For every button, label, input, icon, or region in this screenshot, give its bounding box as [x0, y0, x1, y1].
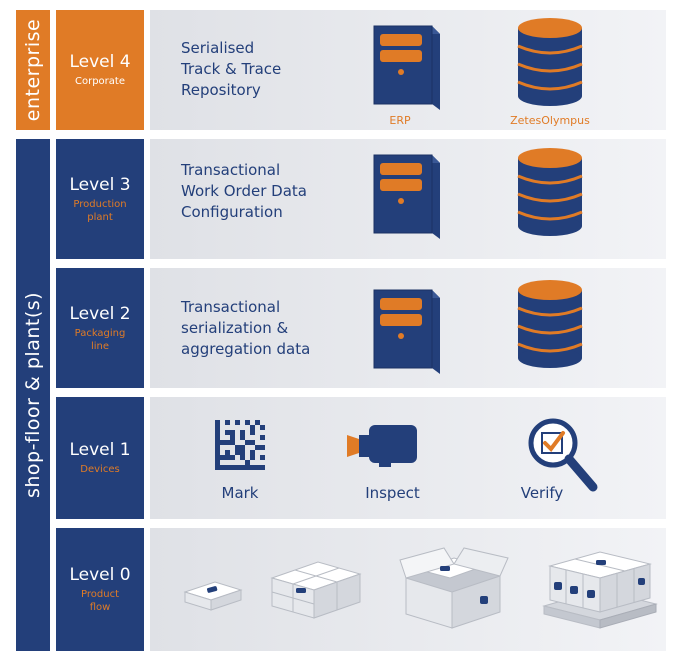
server-icon — [373, 154, 440, 239]
sidebar-shopfloor-label: shop-floor & plant(s) — [22, 291, 45, 499]
camera-icon — [347, 425, 417, 467]
device-label-inspect: Inspect — [365, 484, 420, 502]
pallet-icon — [542, 551, 658, 629]
database-icon — [517, 280, 583, 368]
box-icon — [183, 581, 243, 611]
box-icon — [399, 547, 509, 629]
erp-caption: ERP — [389, 114, 411, 127]
level-1-block: Level 1 Devices — [56, 397, 144, 519]
level-4-subtitle: Corporate — [75, 76, 125, 87]
datamatrix-icon — [215, 420, 265, 470]
database-icon — [517, 18, 583, 106]
database-icon — [517, 148, 583, 236]
sidebar-enterprise-label: enterprise — [22, 18, 45, 122]
level-1-subtitle: Devices — [80, 464, 120, 475]
sidebar-shopfloor: shop-floor & plant(s) — [16, 139, 50, 651]
level-4-title: Level 4 — [69, 52, 131, 72]
level-1-title: Level 1 — [69, 440, 131, 460]
device-label-verify: Verify — [520, 484, 564, 502]
level-2-title: Level 2 — [69, 303, 131, 324]
zetesolympus-caption: ZetesOlympus — [510, 114, 590, 127]
magnifier-check-icon — [528, 418, 598, 492]
sidebar-enterprise: enterprise — [16, 10, 50, 130]
level-0-title: Level 0 — [69, 565, 131, 585]
level-3-title: Level 3 — [69, 174, 131, 195]
box-icon — [270, 561, 362, 619]
server-icon — [373, 25, 440, 110]
server-icon — [373, 289, 440, 374]
device-label-mark: Mark — [221, 484, 259, 502]
level-4-block: Level 4 Corporate — [56, 10, 144, 130]
